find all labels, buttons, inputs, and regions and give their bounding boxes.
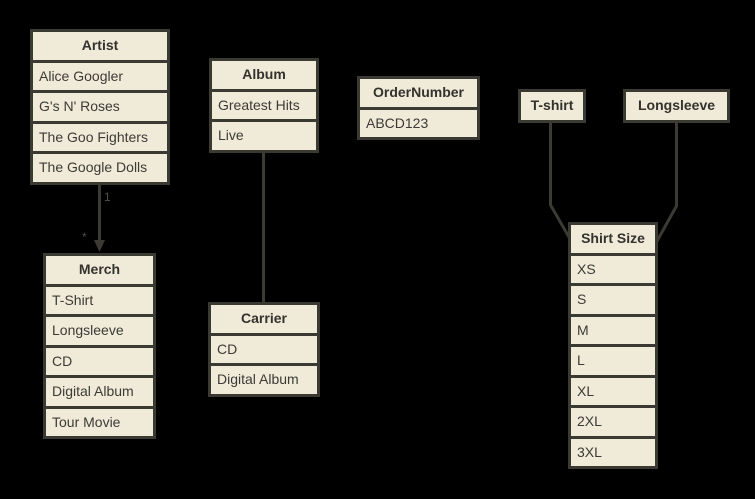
table-row: Tour Movie [46,408,153,436]
table-row: The Goo Fighters [33,123,167,151]
table-row: XS [571,255,655,283]
entity-table-carrier: Carrier CD Digital Album [208,302,320,397]
table-title-artist: Artist [33,32,167,60]
table-title-shirtsize: Shirt Size [571,225,655,253]
table-row: 2XL [571,408,655,436]
table-row: M [571,316,655,344]
table-row: S [571,286,655,314]
entity-table-tshirt: T-shirt [518,89,586,123]
table-row: The Google Dolls [33,154,167,182]
table-row: Digital Album [211,366,317,394]
entity-table-longsleeve: Longsleeve [623,89,730,123]
table-title-album: Album [212,61,316,89]
entity-table-ordernumber: OrderNumber ABCD123 [357,76,480,140]
table-row: CD [46,347,153,375]
table-title-longsleeve: Longsleeve [626,92,727,120]
table-row: Greatest Hits [212,91,316,119]
edge-artist-merch: 1 * [82,183,111,252]
table-row: Digital Album [46,378,153,406]
table-row: Alice Googler [33,62,167,90]
entity-table-album: Album Greatest Hits Live [209,58,319,153]
entity-table-merch: Merch T-Shirt Longsleeve CD Digital Albu… [43,253,156,439]
table-row: Live [212,122,316,150]
table-row: CD [211,335,317,363]
table-row: T-Shirt [46,286,153,314]
arrowhead-down-icon [94,240,105,252]
table-row: G's N' Roses [33,93,167,121]
table-title-tshirt: T-shirt [521,92,583,120]
entity-table-artist: Artist Alice Googler G's N' Roses The Go… [30,29,170,185]
table-row: 3XL [571,438,655,466]
table-title-merch: Merch [46,256,153,284]
multiplicity-one-label: 1 [104,190,111,204]
edge-tshirt-shirtsize [549,122,571,239]
table-row: XL [571,377,655,405]
entity-table-shirtsize: Shirt Size XS S M L XL 2XL 3XL [568,222,658,469]
multiplicity-many-label: * [82,230,87,244]
table-row: L [571,347,655,375]
edge-longsleeve-shirtsize [655,122,678,243]
table-row: ABCD123 [360,109,477,137]
table-title-carrier: Carrier [211,305,317,333]
table-title-ordernumber: OrderNumber [360,79,477,107]
table-row: Longsleeve [46,317,153,345]
